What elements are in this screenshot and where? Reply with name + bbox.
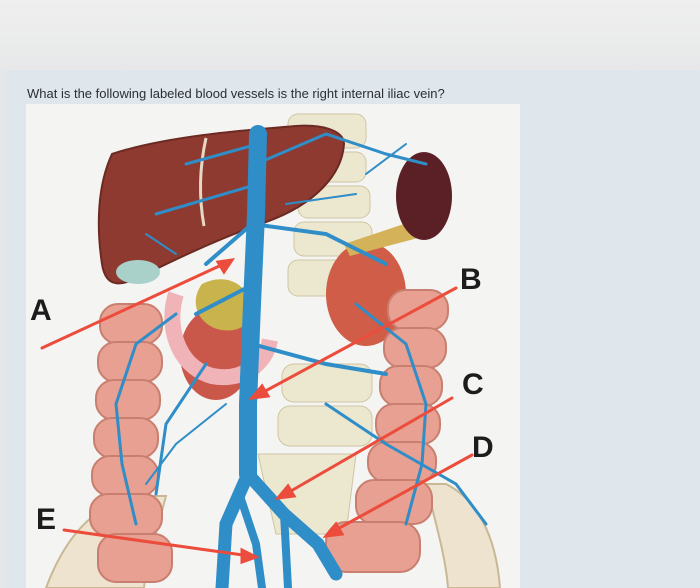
label-d: D xyxy=(472,431,494,464)
label-c: C xyxy=(462,368,484,401)
ascending-colon xyxy=(89,303,173,583)
label-a: A xyxy=(30,294,52,327)
anatomy-figure xyxy=(26,104,520,588)
adrenal xyxy=(344,220,418,256)
gallbladder xyxy=(116,260,160,284)
pelvis-bone-right xyxy=(424,483,502,588)
label-b: B xyxy=(460,263,482,296)
question-text: What is the following labeled blood vess… xyxy=(27,86,445,101)
spleen xyxy=(396,152,452,240)
background-band xyxy=(0,0,700,72)
label-e: E xyxy=(36,503,57,536)
